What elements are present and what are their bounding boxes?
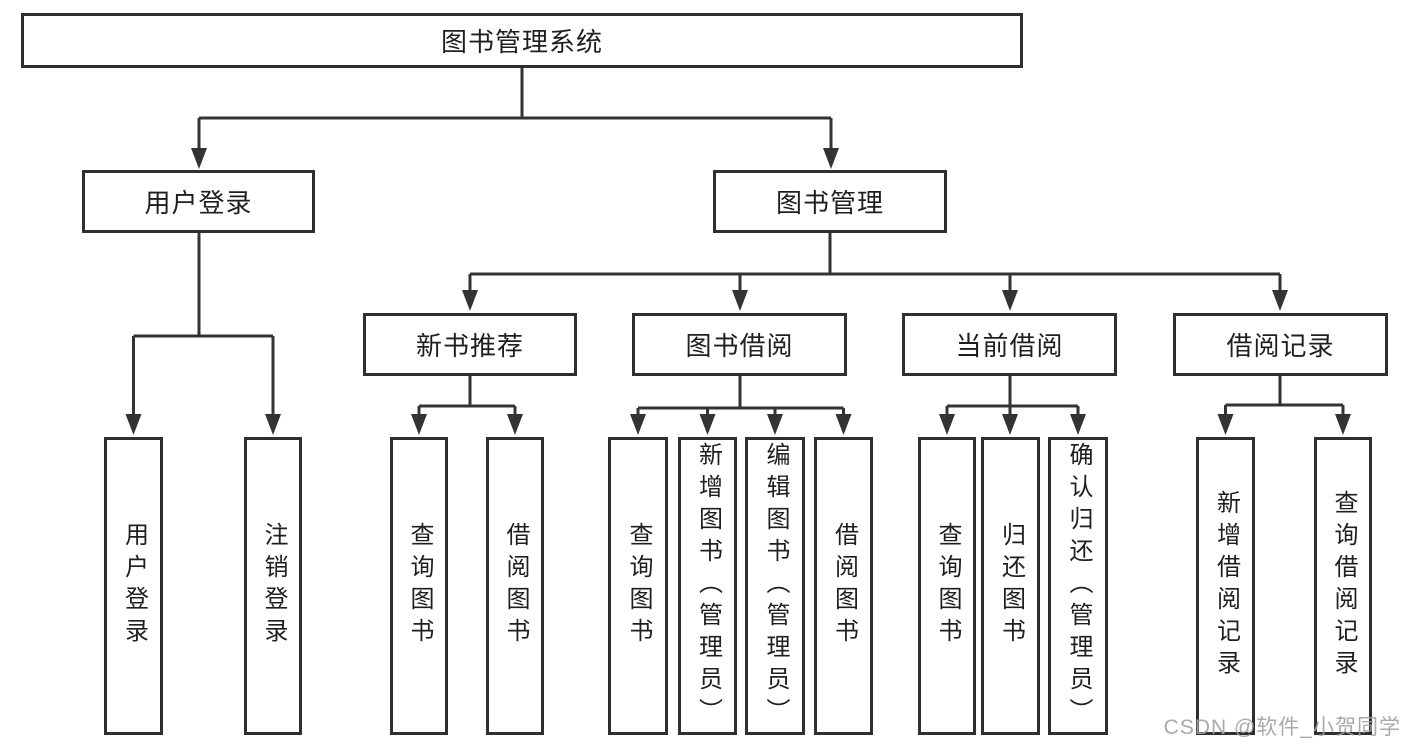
leaf-query-borrow-record-label: 查询借阅记录 (1330, 490, 1357, 682)
leaf-confirm-return-admin: 确认归还（管理员） (1048, 437, 1108, 735)
node-borrowing-records-label: 借阅记录 (1226, 331, 1335, 361)
node-root-system: 图书管理系统 (21, 13, 1023, 68)
leaf-logout: 注销登录 (244, 437, 302, 735)
node-user-login: 用户登录 (82, 170, 315, 233)
leaf-return-books-label: 归还图书 (997, 522, 1025, 650)
node-book-management-label: 图书管理 (775, 188, 884, 218)
node-current-borrowing: 当前借阅 (902, 313, 1117, 376)
leaf-query-books-borrowing: 查询图书 (608, 437, 668, 735)
node-new-book-recommendation: 新书推荐 (363, 313, 577, 376)
node-book-borrowing: 图书借阅 (632, 313, 847, 376)
leaf-query-books-recommend: 查询图书 (390, 437, 448, 735)
node-book-borrowing-label: 图书借阅 (685, 331, 794, 361)
node-current-borrowing-label: 当前借阅 (955, 331, 1064, 361)
leaf-add-book-admin-label: 新增图书（管理员） (694, 442, 722, 730)
node-borrowing-records: 借阅记录 (1173, 313, 1388, 376)
leaf-query-books-current: 查询图书 (918, 437, 976, 735)
leaf-user-login-label: 用户登录 (120, 522, 148, 650)
leaf-add-borrow-record: 新增借阅记录 (1196, 437, 1255, 735)
leaf-query-books-borrowing-label: 查询图书 (625, 522, 652, 650)
node-new-book-recommendation-label: 新书推荐 (415, 331, 524, 361)
leaf-borrow-books-recommend-label: 借阅图书 (502, 522, 529, 650)
leaf-borrow-books-borrowing: 借阅图书 (814, 437, 873, 735)
node-user-login-label: 用户登录 (144, 188, 253, 218)
leaf-return-books: 归还图书 (981, 437, 1040, 735)
leaf-query-books-recommend-label: 查询图书 (406, 522, 433, 650)
leaf-borrow-books-borrowing-label: 借阅图书 (830, 522, 858, 650)
leaf-add-borrow-record-label: 新增借阅记录 (1212, 490, 1240, 682)
leaf-confirm-return-admin-label: 确认归还（管理员） (1065, 442, 1092, 730)
leaf-user-login: 用户登录 (104, 437, 163, 735)
leaf-logout-label: 注销登录 (260, 522, 287, 650)
leaf-edit-book-admin: 编辑图书（管理员） (745, 437, 805, 735)
leaf-borrow-books-recommend: 借阅图书 (486, 437, 544, 735)
leaf-edit-book-admin-label: 编辑图书（管理员） (762, 442, 789, 730)
leaf-add-book-admin: 新增图书（管理员） (678, 437, 737, 735)
node-root-system-label: 图书管理系统 (440, 27, 603, 57)
csdn-watermark: CSDN @软件_小贺同学 (1163, 716, 1401, 739)
node-book-management: 图书管理 (713, 170, 947, 233)
leaf-query-books-current-label: 查询图书 (934, 522, 961, 650)
leaf-query-borrow-record: 查询借阅记录 (1314, 437, 1372, 735)
